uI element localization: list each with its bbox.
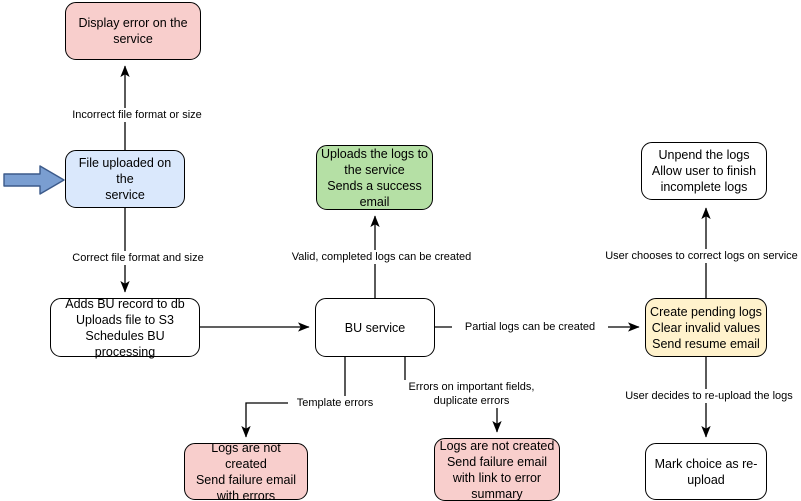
node-unpend-the-logs[interactable]: Unpend the logs Allow user to finish inc… bbox=[641, 142, 767, 200]
edge-label-incorrect-file-format-or-size: Incorrect file format or size bbox=[55, 108, 219, 122]
edge-label-correct-file-format-and-size: Correct file format and size bbox=[56, 251, 220, 265]
edge-label-template-errors: Template errors bbox=[288, 396, 382, 410]
node-uploads-the-logs-to-the-service[interactable]: Uploads the logs to the service Sends a … bbox=[316, 145, 433, 210]
edge-label-valid-completed-logs-can-be-created: Valid, completed logs can be created bbox=[272, 250, 491, 264]
node-display-error[interactable]: Display error on the service bbox=[65, 2, 201, 60]
node-logs-not-created-with-errors[interactable]: Logs are not created Send failure email … bbox=[184, 441, 308, 501]
node-adds-bu-record-to-db[interactable]: Adds BU record to db Uploads file to S3 … bbox=[50, 297, 200, 359]
edge-label-user-decides-to-re-upload: User decides to re-upload the logs bbox=[613, 389, 801, 403]
node-file-uploaded-on-the-service[interactable]: File uploaded on the service bbox=[65, 150, 185, 208]
node-logs-not-created-with-error-summary[interactable]: Logs are not created Send failure email … bbox=[434, 438, 560, 501]
edge-label-user-chooses-to-correct-logs: User chooses to correct logs on service bbox=[598, 249, 801, 263]
node-bu-service[interactable]: BU service bbox=[315, 298, 435, 357]
node-create-pending-logs[interactable]: Create pending logs Clear invalid values… bbox=[645, 298, 767, 357]
node-mark-choice-as-re-upload[interactable]: Mark choice as re- upload bbox=[645, 443, 767, 500]
edge-label-partial-logs-can-be-created: Partial logs can be created bbox=[452, 320, 608, 334]
start-arrow-icon bbox=[3, 165, 65, 195]
edge-label-errors-on-important-fields: Errors on important fields, duplicate er… bbox=[392, 380, 551, 408]
